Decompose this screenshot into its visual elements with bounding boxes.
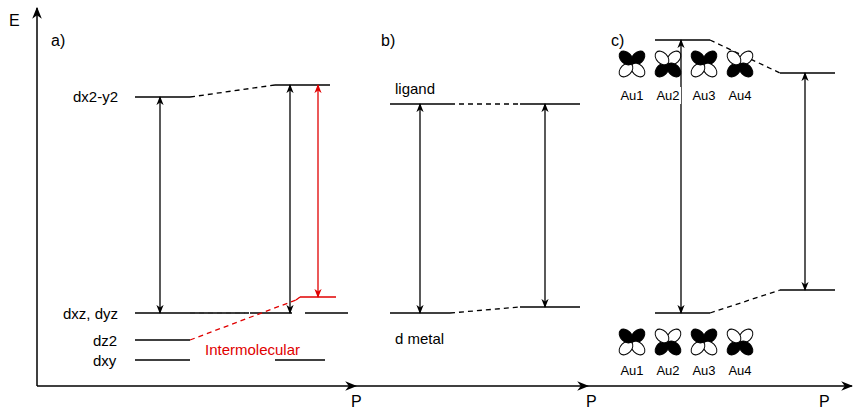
orbital-lobe: [616, 326, 635, 345]
orbital-label: dx2-y2: [72, 88, 119, 105]
annotation: Intermolecular: [204, 341, 301, 358]
orbital-lobe: [652, 326, 671, 345]
panel-a-levels: [135, 85, 348, 360]
atom-label: Au1: [619, 362, 644, 379]
panel-c-arrow: [680, 40, 681, 313]
intermolecular-level: [190, 85, 336, 340]
atom-label: Au1: [619, 87, 644, 104]
orbital-lobe: [688, 326, 707, 345]
panel-c-levels: [655, 40, 835, 313]
axis-label: P: [818, 393, 831, 410]
axis-label: P: [350, 393, 363, 410]
panel-label: b): [380, 32, 396, 49]
orbital-label: dxz, dyz: [62, 305, 119, 322]
axis-label: P: [585, 393, 598, 410]
orbital-label: dz2: [92, 332, 118, 349]
d-orbital-lobes: [616, 48, 755, 357]
orbital-lobe: [688, 48, 707, 67]
atom-label: Au4: [727, 362, 752, 379]
panel-b-levels: [390, 104, 580, 313]
panel-label: c): [610, 32, 625, 49]
atom-label: Au3: [691, 87, 716, 104]
atom-label: Au2: [655, 362, 680, 379]
orbital-lobe: [652, 48, 671, 67]
orbital-lobe: [724, 48, 743, 67]
level-label: ligand: [394, 80, 436, 97]
orbital-lobe: [616, 48, 635, 67]
panel-label: a): [50, 32, 66, 49]
axes: [37, 8, 852, 386]
level-label: d metal: [394, 330, 445, 347]
axis-label: E: [8, 12, 21, 29]
atom-label: Au3: [691, 362, 716, 379]
orbital-lobe: [724, 326, 743, 345]
orbital-label: dxy: [92, 352, 117, 369]
atom-label: Au4: [727, 87, 752, 104]
atom-label: Au2: [655, 87, 680, 104]
